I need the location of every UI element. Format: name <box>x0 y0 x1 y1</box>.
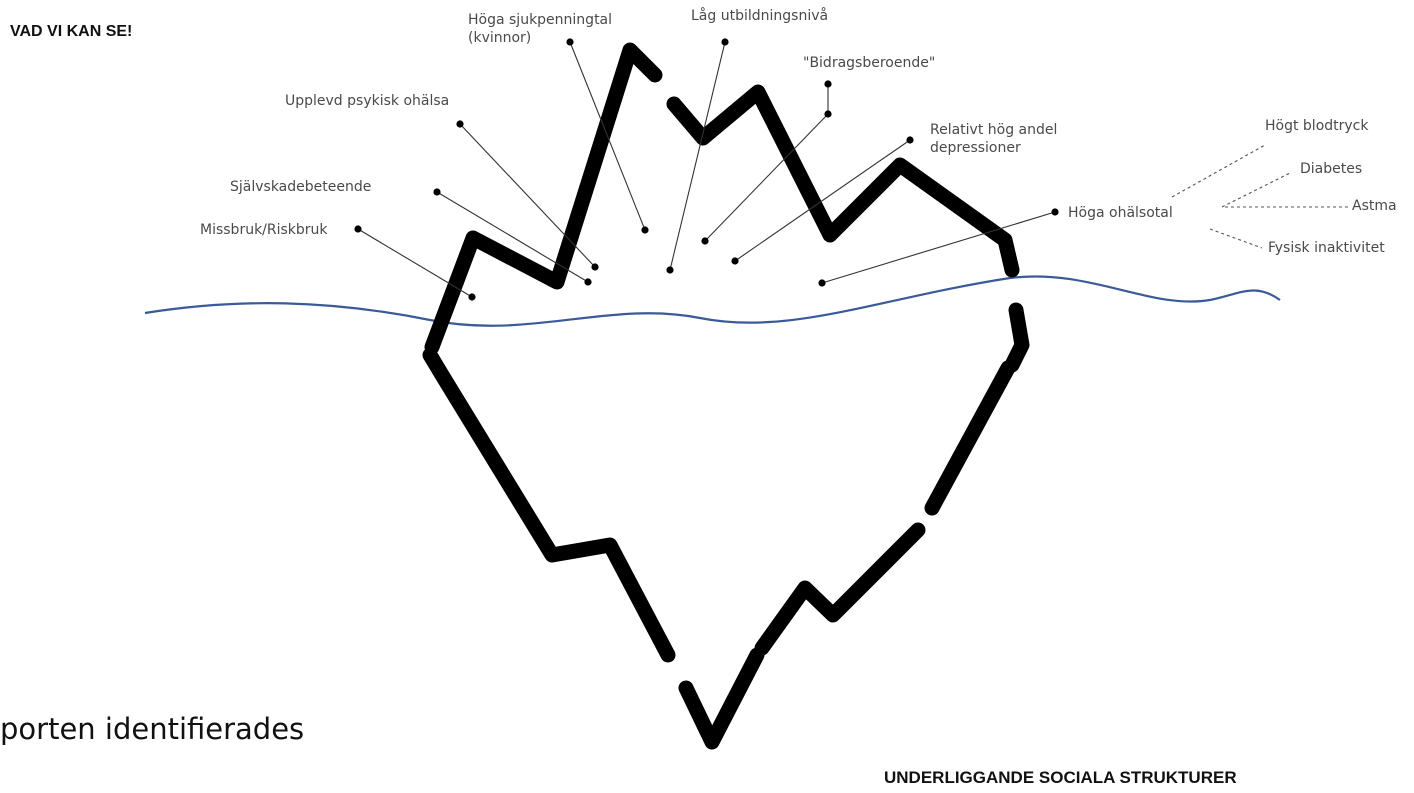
label-depression-line2: depressioner <box>930 140 1021 156</box>
iceberg-tip-right <box>666 84 1020 278</box>
label-utbildning: Låg utbildningsnivå <box>691 7 828 24</box>
label-bidrag: "Bidragsberoende" <box>803 55 935 71</box>
iceberg-right-edge <box>1004 302 1030 373</box>
iceberg-base-bottom <box>678 647 765 750</box>
detail-connectors <box>1171 144 1348 249</box>
partial-caption-text: porten identifierades <box>0 712 305 746</box>
iceberg-tip-left <box>424 42 663 355</box>
leader-lines <box>357 41 1056 298</box>
label-ohalsotal: Höga ohälsotal <box>1068 205 1173 221</box>
iceberg-base-right <box>754 522 926 656</box>
label-psykisk: Upplevd psykisk ohälsa <box>285 93 449 109</box>
iceberg-base-right-upper <box>924 360 1016 516</box>
diagram-title: VAD VI KAN SE! <box>10 23 132 40</box>
label-sjalvskada: Självskadebeteende <box>230 179 371 195</box>
label-sjukpenning-line1: Höga sjukpenningtal <box>468 12 612 28</box>
water-line <box>144 275 1281 327</box>
label-depression-line1: Relativt hög andel <box>930 122 1057 138</box>
detail-inaktivitet: Fysisk inaktivitet <box>1268 240 1385 256</box>
detail-diabetes: Diabetes <box>1300 161 1362 177</box>
leader-dots <box>354 38 1059 301</box>
iceberg-base-left <box>422 347 676 663</box>
footer-heading: UNDERLIGGANDE SOCIALA STRUKTURER <box>884 768 1237 787</box>
detail-astma: Astma <box>1352 198 1397 214</box>
detail-blodtryck: Högt blodtryck <box>1265 118 1369 134</box>
label-sjukpenning-line2: (kvinnor) <box>468 30 531 46</box>
label-missbruk: Missbruk/Riskbruk <box>200 222 328 238</box>
